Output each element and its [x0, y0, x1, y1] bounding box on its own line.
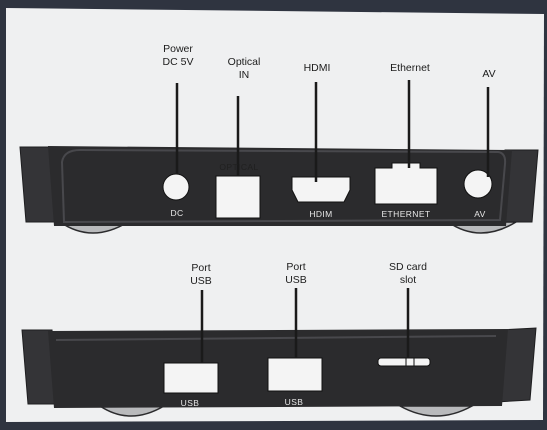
callout-usb-port-1-line-2: USB	[190, 275, 212, 287]
callout-power-line-2: DC 5V	[162, 56, 194, 68]
callout-ethernet: Ethernet	[390, 62, 430, 75]
optical-print-label: OPTICAL	[219, 162, 259, 172]
callout-optical-line-1: Optical	[227, 56, 261, 68]
callout-usb-port-2-line-1: Port	[286, 261, 306, 273]
ethernet-port-label: ETHERNET	[381, 209, 431, 219]
callout-usb-port-1-line-1: Port	[191, 262, 211, 274]
callout-av: AV	[482, 68, 495, 81]
callout-hdmi-line-1: HDMI	[303, 62, 331, 74]
hdmi-port	[291, 176, 351, 203]
callout-optical-line-2: IN	[238, 69, 250, 81]
av-port	[463, 169, 493, 199]
hdmi-port-label: HDIM	[309, 209, 333, 219]
usb-2-port-label: USB	[284, 397, 304, 407]
callout-power: Power DC 5V	[163, 43, 194, 69]
callout-hdmi: HDMI	[304, 62, 331, 75]
device-top	[19, 80, 539, 234]
device-top-rim	[60, 148, 507, 224]
callout-usb-port-1: Port USB	[190, 262, 212, 288]
callout-sd-card: SD card slot	[389, 261, 427, 287]
usb-port-1	[163, 362, 219, 394]
callout-sd-card-line-2: slot	[399, 274, 417, 286]
callout-optical: Optical IN	[228, 56, 261, 82]
av-port-label: AV	[474, 209, 486, 219]
device-bottom-rim	[55, 335, 497, 341]
callout-sd-card-line-1: SD card	[389, 261, 427, 273]
dc-power-jack	[162, 173, 190, 201]
usb-port-2	[267, 357, 323, 392]
usb-1-port-label: USB	[180, 398, 200, 408]
ethernet-port	[374, 162, 438, 205]
device-top-body	[48, 146, 512, 226]
dc-port-label: DC	[170, 208, 184, 218]
device-bottom	[21, 288, 537, 417]
callout-usb-port-2-line-2: USB	[285, 274, 307, 286]
sd-card-slot	[377, 357, 431, 367]
callout-ethernet-line-1: Ethernet	[390, 62, 430, 74]
callout-usb-port-2: Port USB	[285, 261, 307, 287]
optical-port	[215, 175, 261, 219]
callout-av-line-1: AV	[482, 68, 496, 80]
callout-power-line-1: Power	[163, 43, 193, 55]
